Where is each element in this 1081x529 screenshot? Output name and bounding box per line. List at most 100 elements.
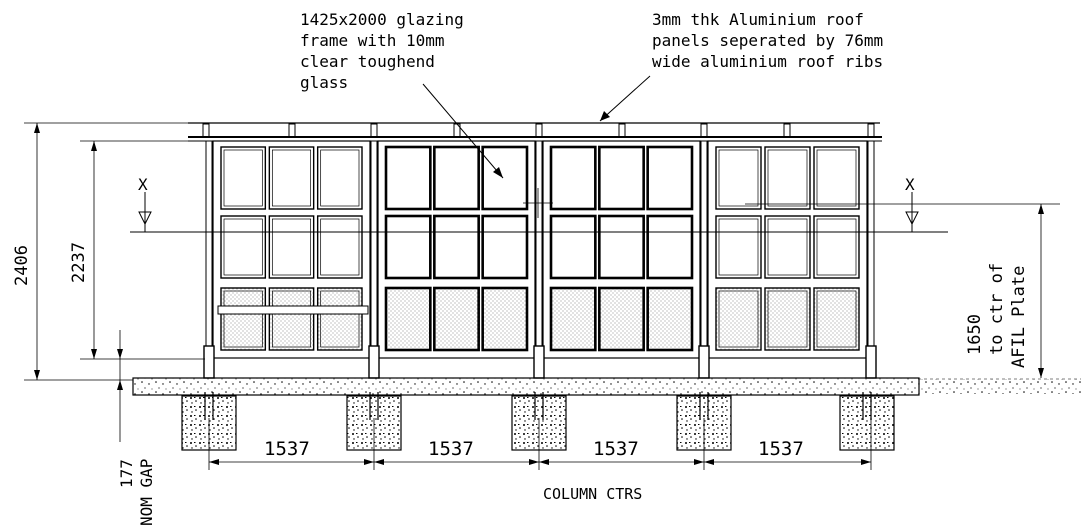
infill-panel — [481, 286, 529, 352]
infill-panel — [316, 287, 363, 351]
glazing-bay — [205, 140, 371, 379]
leaders — [422, 75, 651, 218]
pane-bead — [223, 290, 263, 348]
plate-height-dimension: 1650 to ctr of AFIL Plate — [965, 204, 1044, 378]
pane-bead — [816, 290, 857, 348]
glazing-bays — [203, 140, 877, 379]
pane-bead — [223, 218, 263, 276]
roof-rib — [700, 123, 708, 138]
column-post — [700, 140, 708, 379]
gap-dimension: 177 NOM GAP — [117, 330, 156, 526]
glass-pane — [549, 214, 597, 280]
glass-pane — [646, 214, 694, 280]
ground-slab — [132, 377, 1081, 396]
column-spacing-2: 1537 — [428, 438, 474, 460]
pane-bead — [816, 218, 857, 276]
roof-rib — [535, 123, 543, 138]
roof-rib — [370, 123, 378, 138]
gap-value: 177 — [117, 459, 136, 488]
plate-height-line-2: to ctr of — [987, 263, 1007, 355]
roof-rib — [867, 123, 875, 138]
infill-panel — [764, 287, 811, 351]
roof-rib — [618, 123, 626, 138]
glass-pane — [268, 215, 315, 279]
glass-pane — [598, 145, 645, 211]
footings — [181, 392, 895, 451]
roof-rib — [288, 123, 296, 138]
pane-bead — [271, 218, 312, 276]
glazing-note: 1425x2000 glazing frame with 10mm clear … — [300, 10, 464, 92]
glass-pane — [549, 145, 597, 211]
column-dimension-line — [208, 418, 872, 470]
pane-bead — [718, 218, 759, 276]
section-line — [130, 192, 1060, 233]
glass-pane — [598, 214, 645, 280]
column-centres-label: COLUMN CTRS — [543, 485, 642, 503]
column-post — [867, 140, 875, 379]
glass-pane — [433, 214, 480, 280]
pane-bead — [718, 290, 759, 348]
infill-panel — [646, 286, 694, 352]
glazing-note-line-2: frame with 10mm — [300, 31, 445, 50]
frame-height-dimension: 2237 — [69, 140, 205, 360]
plate-height-line-3: AFIL Plate — [1009, 266, 1029, 368]
frame-height-value: 2237 — [69, 242, 89, 283]
glass-pane — [220, 215, 267, 279]
infill-panel — [433, 286, 480, 352]
roof-rib — [783, 123, 791, 138]
infill-panel — [598, 286, 645, 352]
pane-bead — [320, 218, 360, 276]
infill-panel — [384, 286, 432, 352]
glazing-note-line-4: glass — [300, 73, 348, 92]
infill-panel — [813, 287, 860, 351]
glass-pane — [764, 146, 811, 210]
rail — [217, 305, 369, 315]
glass-pane — [813, 215, 860, 279]
roof-note-line-3: wide aluminium roof ribs — [652, 52, 883, 71]
glazing-bay — [535, 140, 701, 379]
base-plate — [865, 345, 877, 379]
column-spacing-1: 1537 — [264, 438, 310, 460]
bay-frame — [377, 140, 536, 359]
glass-pane — [715, 146, 762, 210]
bay-frame — [212, 140, 371, 359]
bay-frame — [542, 140, 701, 359]
glass-pane — [316, 215, 363, 279]
column-post — [370, 140, 378, 379]
roof — [188, 122, 882, 142]
bay-frame — [707, 140, 868, 359]
base-plate — [203, 345, 215, 379]
roof-rib — [202, 123, 210, 138]
pane-bead — [271, 290, 312, 348]
pane-bead — [816, 149, 857, 207]
footing — [839, 392, 895, 451]
glazing-note-line-3: clear toughend — [300, 52, 435, 71]
base-plate — [698, 345, 710, 379]
gap-label: NOM GAP — [137, 459, 156, 526]
roof-note-line-2: panels seperated by 76mm — [652, 31, 883, 50]
section-mark-left: X — [138, 175, 148, 194]
glass-pane — [481, 214, 529, 280]
glazing-bay — [700, 140, 868, 379]
overall-height-dimension: 2406 — [12, 122, 188, 381]
infill-panel — [549, 286, 597, 352]
glass-pane — [646, 145, 694, 211]
roof-note: 3mm thk Aluminium roof panels seperated … — [652, 10, 883, 71]
pane-bead — [767, 149, 808, 207]
pane-bead — [767, 290, 808, 348]
glass-pane — [481, 145, 529, 211]
glass-pane — [764, 215, 811, 279]
overall-height-value: 2406 — [12, 245, 32, 286]
glass-pane — [384, 145, 432, 211]
glass-pane — [715, 215, 762, 279]
glazing-bay — [370, 140, 536, 379]
glass-pane — [813, 146, 860, 210]
glass-pane — [268, 146, 315, 210]
glazing-note-line-1: 1425x2000 glazing — [300, 10, 464, 29]
section-mark-right: X — [905, 175, 915, 194]
pane-bead — [271, 149, 312, 207]
infill-panel — [715, 287, 762, 351]
glass-pane — [220, 146, 267, 210]
base-plate — [368, 345, 380, 379]
